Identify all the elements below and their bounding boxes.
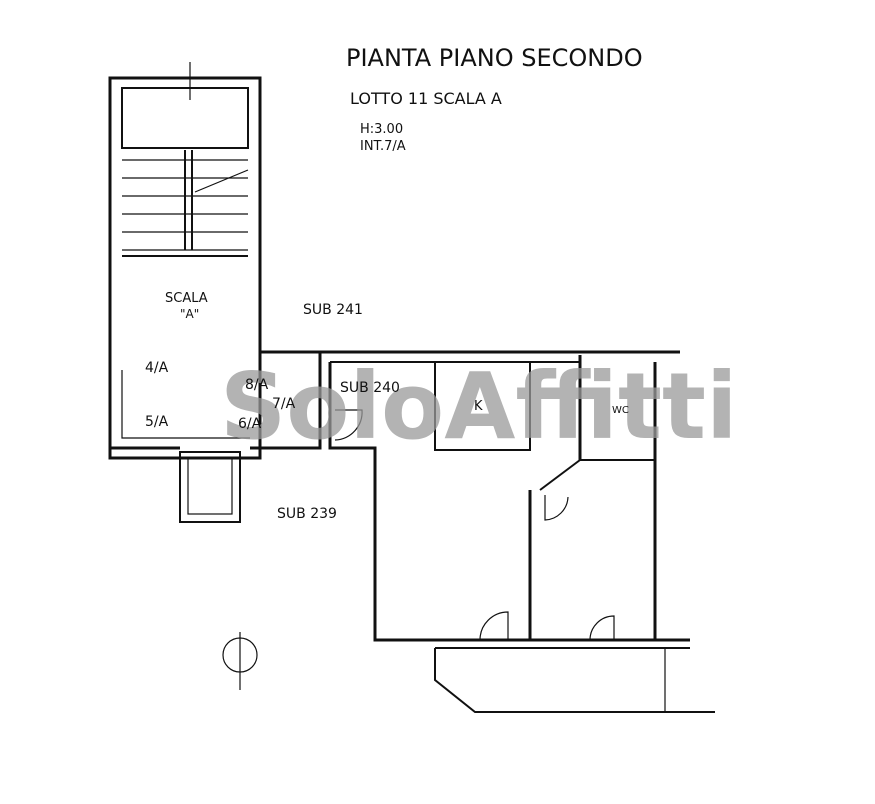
plan-subtitle: LOTTO 11 SCALA A (350, 89, 502, 108)
sub-239-label: SUB 239 (277, 506, 337, 522)
unit-6a: 6/A (238, 416, 262, 432)
sub-240-label: SUB 240 (340, 380, 400, 396)
kitchen-label: K (474, 399, 483, 414)
apartment-walls (320, 350, 715, 713)
stair-steps (122, 150, 249, 251)
bathroom-label: WC (612, 405, 629, 416)
sub-241-label: SUB 241 (303, 302, 363, 318)
unit-7a: 7/A (272, 396, 296, 412)
unit-5a: 5/A (145, 414, 169, 430)
height-label: H:3.00 (360, 122, 403, 137)
stair-label: SCALA (165, 291, 208, 306)
unit-label: INT.7/A (360, 139, 406, 154)
unit-4a: 4/A (145, 360, 169, 376)
unit-8a: 8/A (245, 377, 269, 393)
stair-name: "A" (180, 307, 199, 321)
watermark: SoloAffitti (220, 353, 738, 460)
stair-tower (108, 62, 262, 460)
north-arrow-icon (222, 632, 258, 690)
plan-title: PIANTA PIANO SECONDO (346, 44, 643, 72)
